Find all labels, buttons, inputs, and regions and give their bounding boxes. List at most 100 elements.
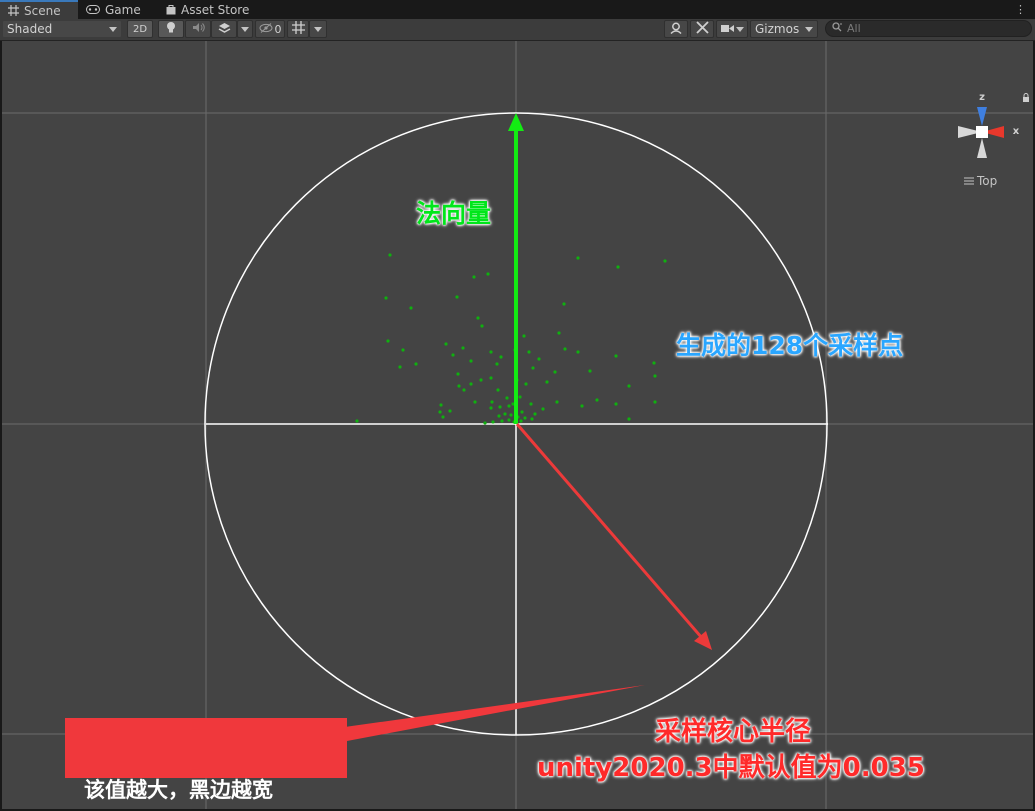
toggle-2d-button[interactable]: 2D: [127, 20, 153, 38]
sample-point: [469, 382, 473, 386]
sample-point: [456, 372, 460, 376]
sample-point: [616, 265, 620, 269]
sample-point: [557, 331, 561, 335]
lock-icon[interactable]: [1023, 93, 1029, 103]
audio-toggle-button[interactable]: [185, 20, 211, 38]
gizmos-dropdown[interactable]: Gizmos: [750, 20, 818, 38]
tab-scene[interactable]: Scene: [0, 0, 78, 19]
sample-point: [663, 259, 667, 263]
chevron-down-icon: [314, 27, 322, 32]
more-options-icon[interactable]: ⋮: [1015, 3, 1026, 16]
sample-point: [652, 361, 656, 365]
sample-point: [455, 295, 459, 299]
tab-game[interactable]: Game: [78, 0, 158, 19]
chevron-down-icon: [109, 27, 117, 32]
search-icon: [832, 22, 843, 35]
search-input[interactable]: All: [825, 20, 1032, 37]
orientation-gizmo[interactable]: z x: [952, 90, 1032, 169]
kernel-radius-arrow: [515, 423, 712, 650]
camera-settings-button[interactable]: [716, 20, 748, 38]
effects-button[interactable]: [211, 20, 237, 38]
sample-point: [627, 384, 631, 388]
sample-point: [469, 359, 473, 363]
sample-point: [384, 296, 388, 300]
sample-point: [563, 347, 567, 351]
sample-point: [595, 398, 599, 402]
sample-point: [614, 402, 618, 406]
hidden-count: 0: [274, 22, 282, 36]
tools-button[interactable]: [690, 20, 714, 38]
axis-z-label: z: [979, 92, 985, 103]
callout-box: [65, 685, 645, 778]
scene-viewport[interactable]: 法向量 生成的128个采样点 采样核心半径 unity2020.3中默认值为0.…: [2, 41, 1033, 809]
sample-point: [507, 404, 511, 408]
sample-count-label: 生成的128个采样点: [676, 331, 904, 360]
sample-point: [438, 410, 442, 414]
axis-x-cone[interactable]: [982, 126, 1004, 138]
sample-point: [507, 418, 511, 422]
sample-point: [505, 396, 509, 400]
sample-point: [476, 316, 480, 320]
sample-point: [498, 405, 502, 409]
sample-point: [414, 362, 418, 366]
sample-point: [355, 419, 359, 423]
tab-asset-store[interactable]: Asset Store: [158, 0, 258, 19]
hidden-objects-toggle[interactable]: 0: [255, 20, 285, 38]
lighting-toggle-button[interactable]: [158, 20, 184, 38]
sample-point: [496, 388, 500, 392]
view-orientation-label[interactable]: Top: [964, 174, 997, 188]
sample-point: [529, 402, 533, 406]
sample-point: [483, 421, 487, 425]
menu-icon: [964, 174, 974, 188]
sample-point: [576, 350, 580, 354]
sample-point: [580, 404, 584, 408]
sample-point: [441, 415, 445, 419]
sample-point: [472, 275, 476, 279]
eye-slash-icon: [259, 22, 273, 36]
speaker-icon: [192, 22, 205, 36]
sample-point: [401, 348, 405, 352]
sample-point: [497, 414, 501, 418]
sample-point: [409, 306, 413, 310]
chevron-down-icon: [241, 27, 249, 32]
sample-point: [576, 256, 580, 260]
sample-point: [518, 395, 522, 399]
sample-point: [531, 366, 535, 370]
layers-icon: [218, 22, 231, 37]
axis-z-cone[interactable]: [977, 107, 987, 126]
axis-neg-x-cone[interactable]: [958, 126, 982, 138]
sample-point: [457, 384, 461, 388]
sample-point: [511, 402, 515, 406]
sample-point: [527, 350, 531, 354]
sample-point: [503, 412, 507, 416]
sample-point: [541, 407, 545, 411]
sample-point: [439, 403, 443, 407]
sample-point: [490, 400, 494, 404]
effects-dropdown[interactable]: [237, 20, 253, 38]
sample-point: [530, 417, 534, 421]
video-camera-icon: [720, 22, 734, 36]
sample-point: [489, 350, 493, 354]
sample-point: [653, 374, 657, 378]
shopping-bag-icon: [166, 4, 176, 15]
sample-point: [500, 419, 504, 423]
sample-point: [555, 400, 559, 404]
toggle-2d-label: 2D: [132, 23, 148, 35]
shading-mode-dropdown[interactable]: Shaded: [2, 20, 122, 38]
sample-point: [499, 355, 503, 359]
wrench-icon: [695, 21, 709, 37]
sample-point: [479, 378, 483, 382]
gizmo-center-cube[interactable]: [976, 126, 988, 138]
shading-mode-value: Shaded: [7, 22, 53, 36]
sample-point: [509, 413, 513, 417]
grid-icon: [8, 5, 19, 16]
grid-dropdown[interactable]: [309, 20, 327, 38]
scene-camera-search-button[interactable]: [664, 20, 688, 38]
normal-vector-label: 法向量: [416, 199, 492, 228]
search-placeholder: All: [847, 22, 861, 35]
grid-toggle-button[interactable]: [287, 20, 309, 38]
sample-point: [537, 357, 541, 361]
axis-x-label: x: [1013, 126, 1020, 137]
axis-neg-z-cone[interactable]: [977, 138, 987, 158]
tab-game-label: Game: [105, 2, 141, 17]
